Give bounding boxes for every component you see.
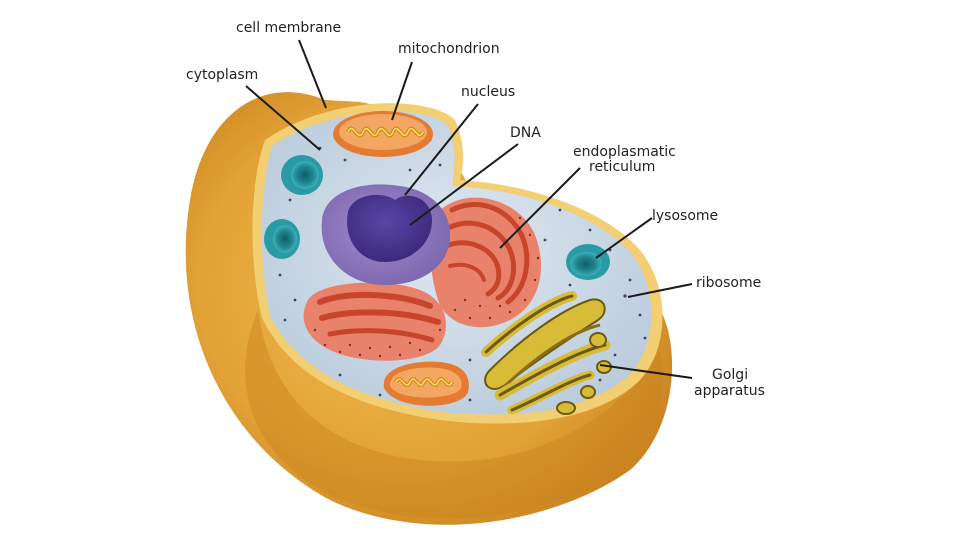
lysosome-right	[566, 244, 610, 280]
label-cell-membrane: cell membrane	[236, 20, 341, 36]
label-dna: DNA	[510, 125, 541, 141]
mitochondrion-top	[333, 111, 433, 157]
mitochondrion-bottom	[383, 361, 469, 406]
lysosome-left-top	[281, 155, 323, 195]
leader-lines	[245, 39, 693, 379]
labels: cell membrane mitochondrion cytoplasm nu…	[186, 20, 765, 399]
label-er-line1: endoplasmatic	[573, 144, 676, 160]
endoplasmic-reticulum-right	[430, 197, 542, 328]
label-er-line2: reticulum	[589, 159, 655, 175]
label-golgi-line2: apparatus	[694, 383, 765, 399]
dna-blob	[347, 194, 432, 262]
label-mitochondrion: mitochondrion	[398, 41, 500, 57]
cell-wall-shadow	[245, 310, 663, 519]
lysosome-left-bottom	[264, 219, 300, 259]
label-nucleus: nucleus	[461, 84, 515, 100]
label-lysosome: lysosome	[652, 208, 718, 224]
label-ribosome: ribosome	[696, 275, 761, 291]
nucleus	[321, 184, 451, 285]
endoplasmic-reticulum-left	[303, 282, 446, 361]
label-cytoplasm: cytoplasm	[186, 67, 258, 83]
label-golgi-line1: Golgi	[712, 367, 748, 383]
golgi-apparatus	[481, 291, 612, 415]
